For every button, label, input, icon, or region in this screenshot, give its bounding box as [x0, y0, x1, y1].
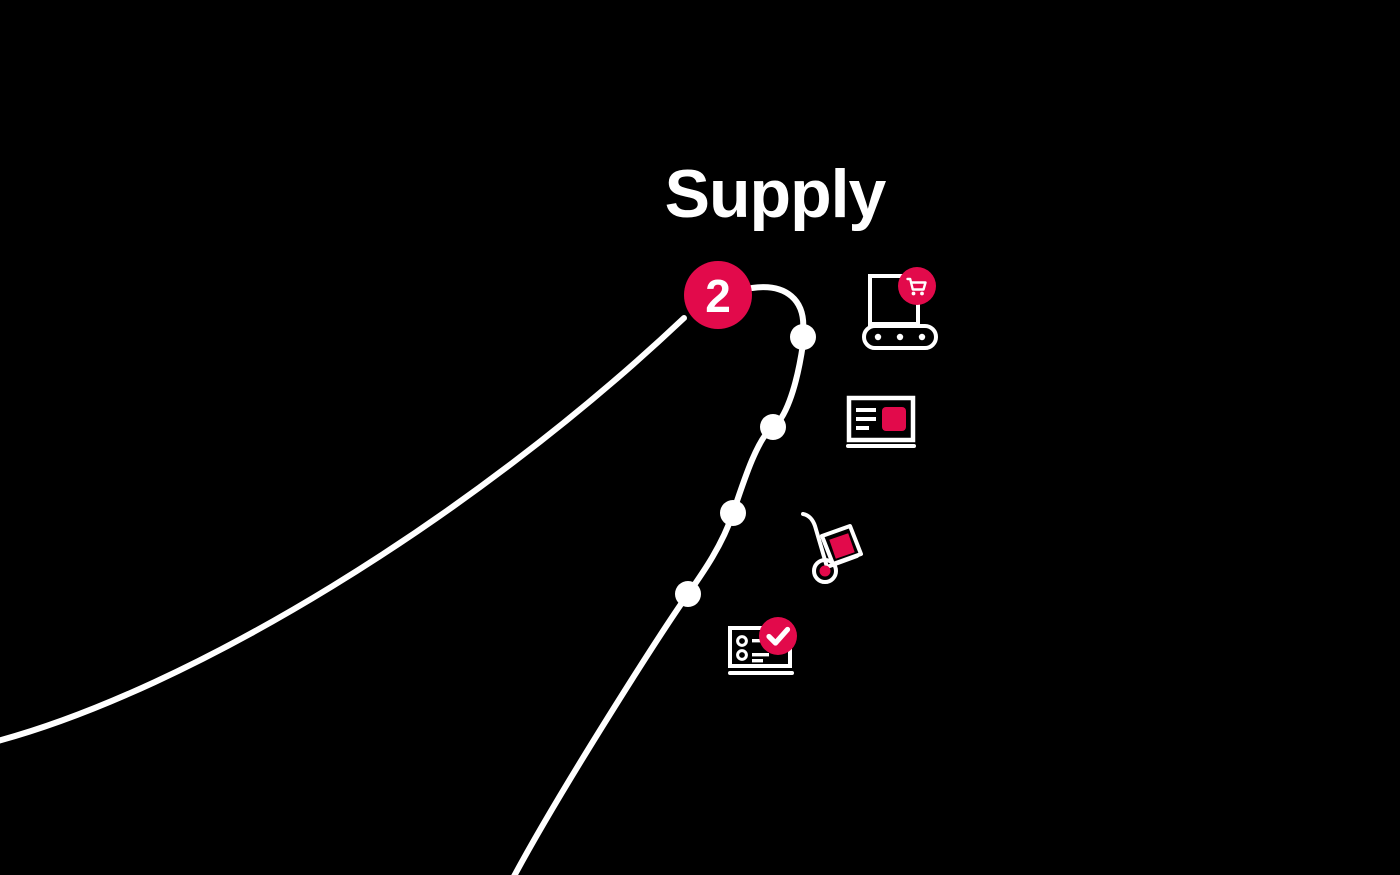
checklist-base-shape — [728, 671, 794, 675]
outgoing-curve — [511, 341, 806, 875]
checkmark-icon — [766, 626, 791, 646]
badge-connector-curve — [749, 284, 807, 335]
conveyor-roller-3 — [918, 333, 926, 341]
hand-truck-wheel-hub — [819, 565, 831, 577]
step-badge-number: 2 — [705, 270, 731, 322]
checklist-approved-icon[interactable] — [728, 617, 797, 675]
checklist-bullet-2 — [736, 649, 748, 661]
journey-path-group — [0, 284, 807, 875]
hand-truck-box-fill — [829, 533, 855, 559]
node-1[interactable] — [790, 324, 816, 350]
milestone-node-group — [675, 324, 816, 607]
shopping-cart-icon — [906, 277, 927, 296]
incoming-curve — [0, 315, 687, 744]
step-badge-circle[interactable] — [684, 261, 752, 329]
screen-text-line-1 — [856, 408, 876, 412]
node-4[interactable] — [675, 581, 701, 607]
hand-truck-icon[interactable] — [801, 512, 863, 584]
screen-frame-shape — [846, 395, 916, 443]
screen-order-icon[interactable] — [846, 395, 916, 448]
node-2[interactable] — [760, 414, 786, 440]
screen-product-block — [882, 407, 906, 431]
checklist-bullet-1 — [736, 635, 748, 647]
conveyor-belt-shape — [862, 324, 938, 350]
conveyor-cart-icon[interactable] — [862, 267, 938, 350]
hand-truck-wheel-outline — [812, 558, 838, 584]
screen-text-line-2 — [856, 417, 876, 421]
screen-text-line-3 — [856, 426, 869, 430]
checklist-line-2 — [752, 653, 769, 657]
hand-truck-handle — [801, 512, 829, 569]
approved-badge-circle — [759, 617, 797, 655]
checklist-line-3 — [752, 659, 763, 663]
step-badge[interactable]: 2 — [684, 261, 752, 329]
node-3[interactable] — [720, 500, 746, 526]
hand-truck-box-shape — [820, 524, 863, 566]
screen-base-shape — [846, 444, 916, 448]
cart-badge-circle — [898, 267, 936, 305]
conveyor-roller-1 — [874, 333, 882, 341]
conveyor-roller-2 — [896, 333, 904, 341]
